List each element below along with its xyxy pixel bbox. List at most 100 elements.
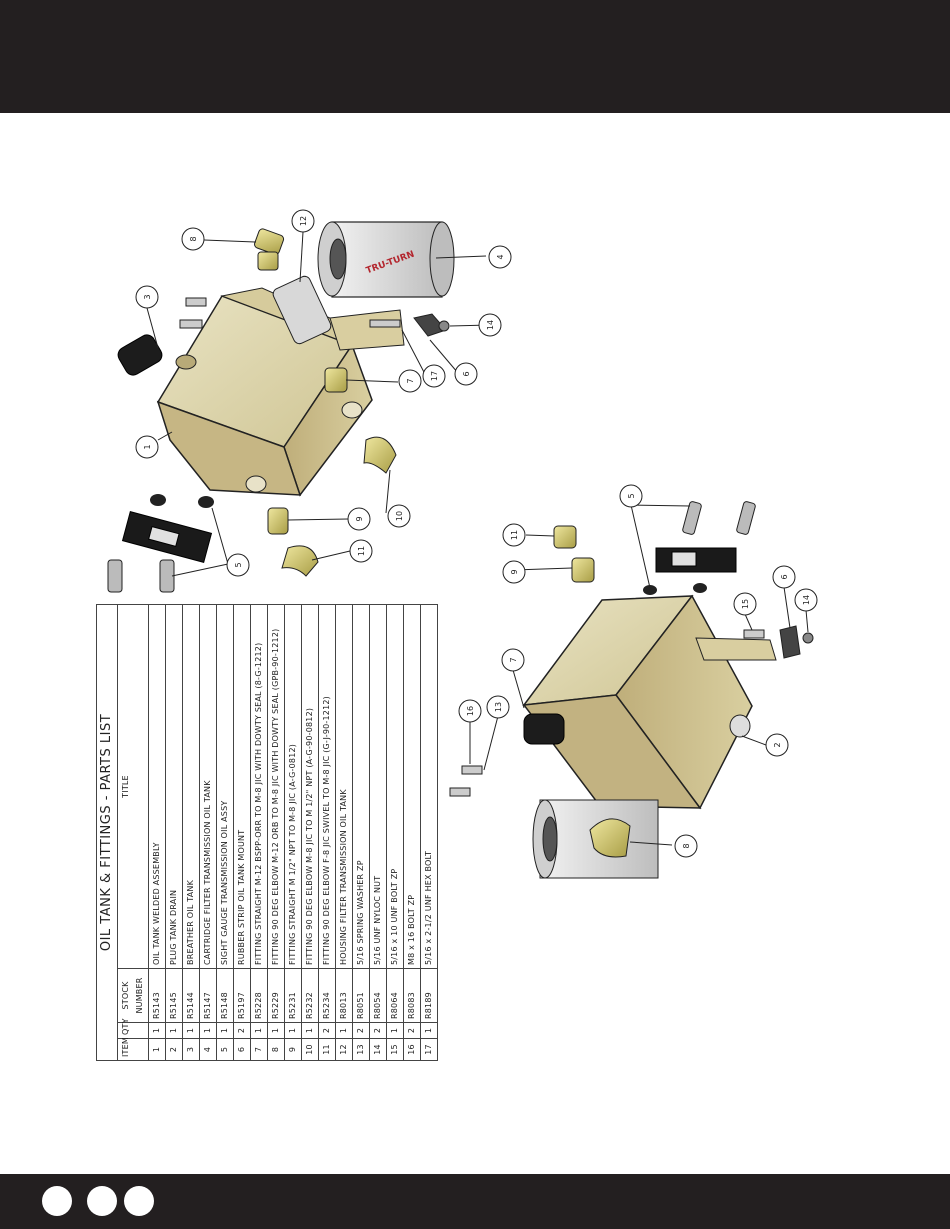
cell-qty: 1 xyxy=(165,1022,183,1039)
footer-band xyxy=(0,1174,950,1229)
callout-circle xyxy=(181,227,205,251)
callout-label: 3 xyxy=(143,294,152,299)
callout-circle xyxy=(765,733,789,757)
cell-qty: 1 xyxy=(284,1022,302,1039)
cell-qty: 1 xyxy=(386,1022,404,1039)
cell-qty: 2 xyxy=(318,1022,336,1039)
callout-label: 8 xyxy=(189,236,198,241)
header-title: TITLE xyxy=(117,604,149,969)
callout-circle xyxy=(502,523,526,547)
callout-label: 14 xyxy=(486,320,495,330)
callout-label: 11 xyxy=(357,546,366,556)
cell-title: 5/16 UNF NYLOC NUT xyxy=(369,604,387,969)
cell-item: 17 xyxy=(420,1038,438,1061)
cell-title: FITTING 90 DEG ELBOW M-12 ORB TO M-8 JIC… xyxy=(267,604,285,969)
cell-title: BREATHER OIL TANK xyxy=(182,604,200,969)
cell-item: 11 xyxy=(318,1038,336,1061)
sight-gauge xyxy=(107,494,214,593)
callout-circle xyxy=(478,313,502,337)
callout-circle xyxy=(226,553,250,577)
callout-label: 5 xyxy=(627,493,636,498)
parts-list-title: OIL TANK & FITTINGS - PARTS LIST xyxy=(96,604,118,1061)
cell-stock-number: R8083 xyxy=(403,968,421,1023)
callout-circle xyxy=(135,435,159,459)
cell-stock-number: R5144 xyxy=(182,968,200,1023)
callout-label: 15 xyxy=(741,599,750,609)
cell-stock-number: R5145 xyxy=(165,968,183,1023)
cell-stock-number: R5234 xyxy=(318,968,336,1023)
cell-item: 1 xyxy=(148,1038,166,1061)
callout-circle xyxy=(387,504,411,528)
cell-title: SIGHT GAUGE TRANSMISSION OIL ASSY xyxy=(216,604,234,969)
cell-title: 5/16 x 2-1/2 UNF HEX BOLT xyxy=(420,604,438,969)
callout-label: 5 xyxy=(234,562,243,567)
cell-title: FITTING 90 DEG ELBOW M-8 JIC TO M 1/2" N… xyxy=(301,604,319,969)
cell-qty: 1 xyxy=(301,1022,319,1039)
callout-circle xyxy=(454,362,478,386)
callout-circle xyxy=(347,507,371,531)
callout-circle xyxy=(398,369,422,393)
cell-stock-number: R5229 xyxy=(267,968,285,1023)
view-a: TRU-TURN xyxy=(107,221,491,593)
callout-label: 6 xyxy=(780,574,789,579)
cell-item: 4 xyxy=(199,1038,217,1061)
callout-circle xyxy=(422,364,446,388)
cell-title: FITTING 90 DEG ELBOW F-8 JIC SWIVEL TO M… xyxy=(318,604,336,969)
cell-stock-number: R8189 xyxy=(420,968,438,1023)
cell-qty: 2 xyxy=(352,1022,370,1039)
cell-item: 15 xyxy=(386,1038,404,1061)
cell-title: FITTING STRAIGHT M 1/2" NPT TO M-8 JIC (… xyxy=(284,604,302,969)
callout-circle xyxy=(486,695,510,719)
callout-label: 11 xyxy=(510,530,519,540)
cell-stock-number: R8054 xyxy=(369,968,387,1023)
cell-item: 8 xyxy=(267,1038,285,1061)
cell-item: 2 xyxy=(165,1038,183,1061)
filter-cartridge: TRU-TURN xyxy=(317,221,455,298)
callout-label: 12 xyxy=(299,216,308,226)
callout-circle xyxy=(488,245,512,269)
callout-circle xyxy=(291,209,315,233)
callout-circle xyxy=(733,592,757,616)
cell-qty: 1 xyxy=(267,1022,285,1039)
parts-list-table: OIL TANK & FITTINGS - PARTS LIST ITEM QT… xyxy=(96,604,438,1061)
oil-tank-front-face xyxy=(522,694,702,809)
cell-qty: 1 xyxy=(216,1022,234,1039)
cell-stock-number: R5148 xyxy=(216,968,234,1023)
callout-label: 13 xyxy=(494,702,503,712)
cell-qty: 1 xyxy=(420,1022,438,1039)
cell-item: 10 xyxy=(301,1038,319,1061)
callout-circle xyxy=(349,539,373,563)
page-dot xyxy=(124,1186,154,1216)
callout-circle xyxy=(619,484,643,508)
callout-circle xyxy=(501,648,525,672)
cell-title: 5/16 SPRING WASHER ZP xyxy=(352,604,370,969)
cell-item: 12 xyxy=(335,1038,353,1061)
callout-label: 6 xyxy=(462,371,471,376)
cell-item: 3 xyxy=(182,1038,200,1061)
cell-stock-number: R8064 xyxy=(386,968,404,1023)
header-item: ITEM xyxy=(117,1037,149,1061)
cell-item: 6 xyxy=(233,1038,251,1061)
cell-qty: 2 xyxy=(369,1022,387,1039)
callout-label: 14 xyxy=(802,595,811,605)
cell-qty: 2 xyxy=(403,1022,421,1039)
callout-circle xyxy=(458,699,482,723)
callout-label: 4 xyxy=(496,254,505,259)
callout-label: 16 xyxy=(466,706,475,716)
callout-label: 7 xyxy=(509,657,518,662)
cell-item: 14 xyxy=(369,1038,387,1061)
cell-qty: 1 xyxy=(335,1022,353,1039)
filter-housing xyxy=(272,275,332,345)
